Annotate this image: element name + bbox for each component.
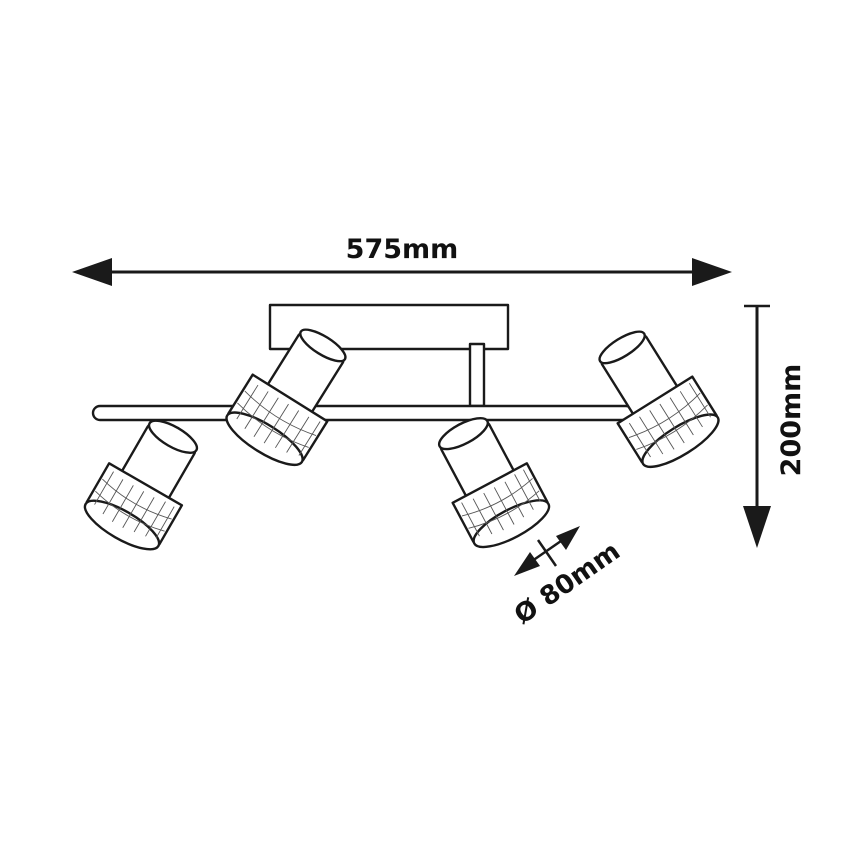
spotlight-4 <box>598 330 720 469</box>
width-dimension: 575mm <box>72 234 732 286</box>
spotlight-4-rim <box>641 413 720 469</box>
spotlight-3-cap <box>437 416 489 451</box>
diameter-label: Ø 80mm <box>509 536 626 630</box>
spotlight-2-cap <box>299 328 347 363</box>
width-arrow-right-icon <box>692 258 732 286</box>
height-label: 200mm <box>776 364 807 477</box>
spotlight-bar <box>91 404 635 422</box>
bar-stem <box>468 342 486 408</box>
spotlight-2 <box>225 328 347 467</box>
diameter-arrow-right-icon <box>556 526 580 550</box>
spotlight-2-rim <box>225 411 304 467</box>
diameter-arrow-left-icon <box>514 552 540 576</box>
lamp-body <box>91 303 635 422</box>
spotlight-3 <box>437 416 551 549</box>
height-dimension: 200mm <box>743 304 807 548</box>
spotlight-1-cap <box>147 419 199 454</box>
width-label: 575mm <box>346 234 459 265</box>
spotlight-3-rim <box>472 499 551 549</box>
height-arrow-down-icon <box>743 506 771 548</box>
spotlight-4-cap <box>598 330 646 365</box>
diameter-dimension: Ø 80mm <box>509 526 626 631</box>
spotlight-1 <box>83 419 199 551</box>
diameter-tick <box>536 539 558 567</box>
width-arrow-left-icon <box>72 258 112 286</box>
